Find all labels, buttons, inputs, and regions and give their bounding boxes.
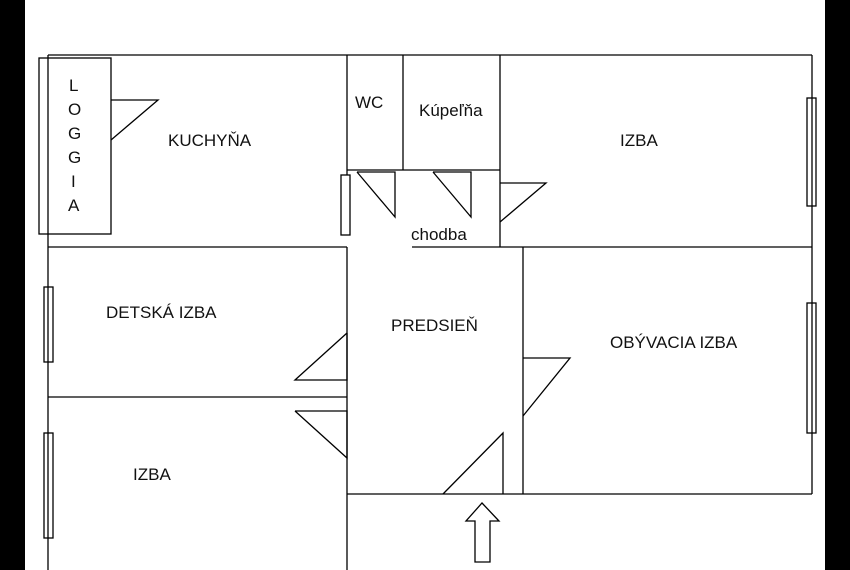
loggia-letter: L bbox=[69, 76, 78, 95]
room-label-wc: WC bbox=[355, 93, 383, 112]
loggia bbox=[38, 57, 112, 235]
loggia-letter: G bbox=[68, 124, 81, 143]
door-kupelna bbox=[432, 171, 472, 219]
room-label-predsien: PREDSIEŇ bbox=[391, 316, 478, 335]
door-obyvacia bbox=[522, 357, 572, 417]
loggia-letter: G bbox=[68, 148, 81, 167]
door-wc bbox=[356, 171, 396, 219]
room-label-kuchyna: KUCHYŇA bbox=[168, 131, 252, 150]
window-kitchen-right bbox=[340, 174, 351, 236]
loggia-letter: A bbox=[68, 196, 80, 215]
room-label-izba-top: IZBA bbox=[620, 131, 658, 150]
window-obyvacia bbox=[806, 302, 817, 434]
room-label-obyvacia-izba: OBÝVACIA IZBA bbox=[610, 333, 738, 352]
window-detska bbox=[43, 286, 54, 363]
door-kitchen bbox=[110, 99, 160, 141]
room-label-detska-izba: DETSKÁ IZBA bbox=[106, 303, 217, 322]
door-entrance bbox=[442, 431, 504, 495]
room-label-chodba: chodba bbox=[411, 225, 467, 244]
window-izba-top bbox=[806, 97, 817, 207]
door-detska bbox=[293, 332, 348, 381]
loggia-letter: O bbox=[68, 100, 81, 119]
arrow-up-icon bbox=[464, 502, 501, 563]
loggia-letter: I bbox=[71, 172, 76, 191]
door-izba-bottom bbox=[294, 410, 348, 460]
door-izba-top bbox=[499, 182, 548, 223]
paper-background bbox=[25, 0, 825, 570]
room-label-kupelna: Kúpeľňa bbox=[419, 101, 483, 120]
room-label-izba-bottom: IZBA bbox=[133, 465, 171, 484]
window-izba-bottom bbox=[43, 432, 54, 539]
